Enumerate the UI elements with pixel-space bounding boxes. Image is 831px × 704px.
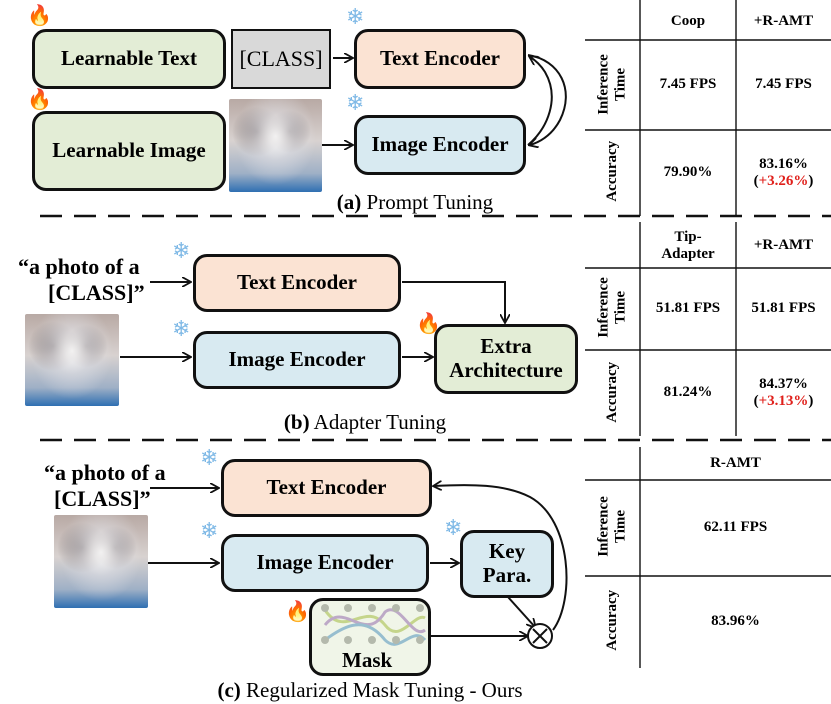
table-b-delta: +3.13%: [758, 393, 809, 409]
image-encoder-box-b: Image Encoder: [193, 331, 401, 389]
table-a-cell-ramt-fps: 7.45 FPS: [755, 76, 812, 93]
learnable-text-box: Learnable Text: [32, 29, 226, 89]
caption-c: (c) Regularized Mask Tuning - Ours: [217, 678, 523, 702]
table-c-cell-fps: 62.11 FPS: [703, 519, 768, 536]
caption-a: (a) Prompt Tuning: [336, 190, 494, 214]
table-a-row-label-accuracy: Accuracy: [603, 140, 620, 202]
arrow-text-encoder-to-extra: [402, 281, 505, 322]
text-encoder-box-a: Text Encoder: [354, 29, 526, 89]
arrow-key-to-multiply: [507, 596, 535, 627]
multiply-cross-2: [532, 628, 548, 644]
class-token-box: [CLASS]: [231, 29, 331, 89]
cat-photo: [25, 314, 119, 406]
prompt-text-b: “a photo of a [CLASS]”: [18, 254, 145, 306]
table-a-cell-coop-fps: 7.45 FPS: [659, 76, 717, 93]
table-c-cell-acc: 83.96%: [711, 613, 760, 630]
flame-icon: 🔥: [27, 89, 52, 111]
snowflake-icon: ❄: [172, 238, 191, 263]
snowflake-icon: ❄: [172, 316, 191, 341]
arrow-text-to-image-encoder-curve: [528, 54, 567, 145]
flame-icon: 🔥: [27, 5, 52, 27]
mask-label: Mask: [342, 648, 393, 672]
caption-b: (b) Adapter Tuning: [283, 410, 447, 434]
table-c-header-ramt: R-AMT: [710, 454, 761, 471]
flame-icon: 🔥: [416, 313, 441, 335]
snowflake-icon: ❄: [200, 518, 219, 543]
table-c-row-label-accuracy: Accuracy: [603, 589, 620, 651]
table-b-row-label-accuracy: Accuracy: [603, 361, 620, 423]
image-encoder-box-c: Image Encoder: [221, 534, 429, 592]
snowflake-icon: ❄: [346, 90, 365, 115]
mask-box: [309, 598, 431, 676]
snowflake-icon: ❄: [200, 445, 219, 470]
learnable-image-box: Learnable Image: [32, 111, 226, 191]
table-a-header-coop: Coop: [670, 13, 706, 30]
snowflake-icon: ❄: [444, 515, 463, 540]
table-b-grid: [585, 222, 831, 436]
cat-photo: [229, 99, 322, 192]
flame-icon: 🔥: [285, 601, 310, 623]
prompt-text-c: “a photo of a [CLASS]”: [44, 460, 166, 512]
table-c-grid: [585, 447, 831, 668]
table-a-delta: +3.26%: [758, 173, 809, 189]
table-b-cell-ramt-fps: 51.81 FPS: [751, 300, 816, 317]
text-encoder-box-b: Text Encoder: [193, 254, 401, 312]
snowflake-icon: ❄: [346, 4, 365, 29]
cat-photo: [54, 515, 148, 608]
table-b-cell-tip-fps: 51.81 FPS: [655, 300, 721, 317]
table-a-header-ramt: +R-AMT: [753, 13, 814, 30]
arrow-multiply-to-text-encoder: [434, 485, 568, 631]
table-b-header-tip-adapter: Tip-Adapter: [661, 228, 715, 262]
table-a-cell-ramt-acc: 83.16% (+3.26%): [753, 155, 814, 189]
table-a-grid: [585, 0, 831, 216]
arrow-image-to-text-encoder-curve: [527, 57, 553, 146]
table-b-cell-tip-acc: 81.24%: [663, 384, 713, 401]
table-a-cell-coop-acc: 79.90%: [663, 164, 713, 181]
text-encoder-box-c: Text Encoder: [221, 459, 432, 517]
image-encoder-box-a: Image Encoder: [354, 115, 526, 175]
table-b-cell-ramt-acc: 84.37% (+3.13%): [753, 375, 814, 409]
table-b-header-ramt: +R-AMT: [753, 237, 814, 254]
